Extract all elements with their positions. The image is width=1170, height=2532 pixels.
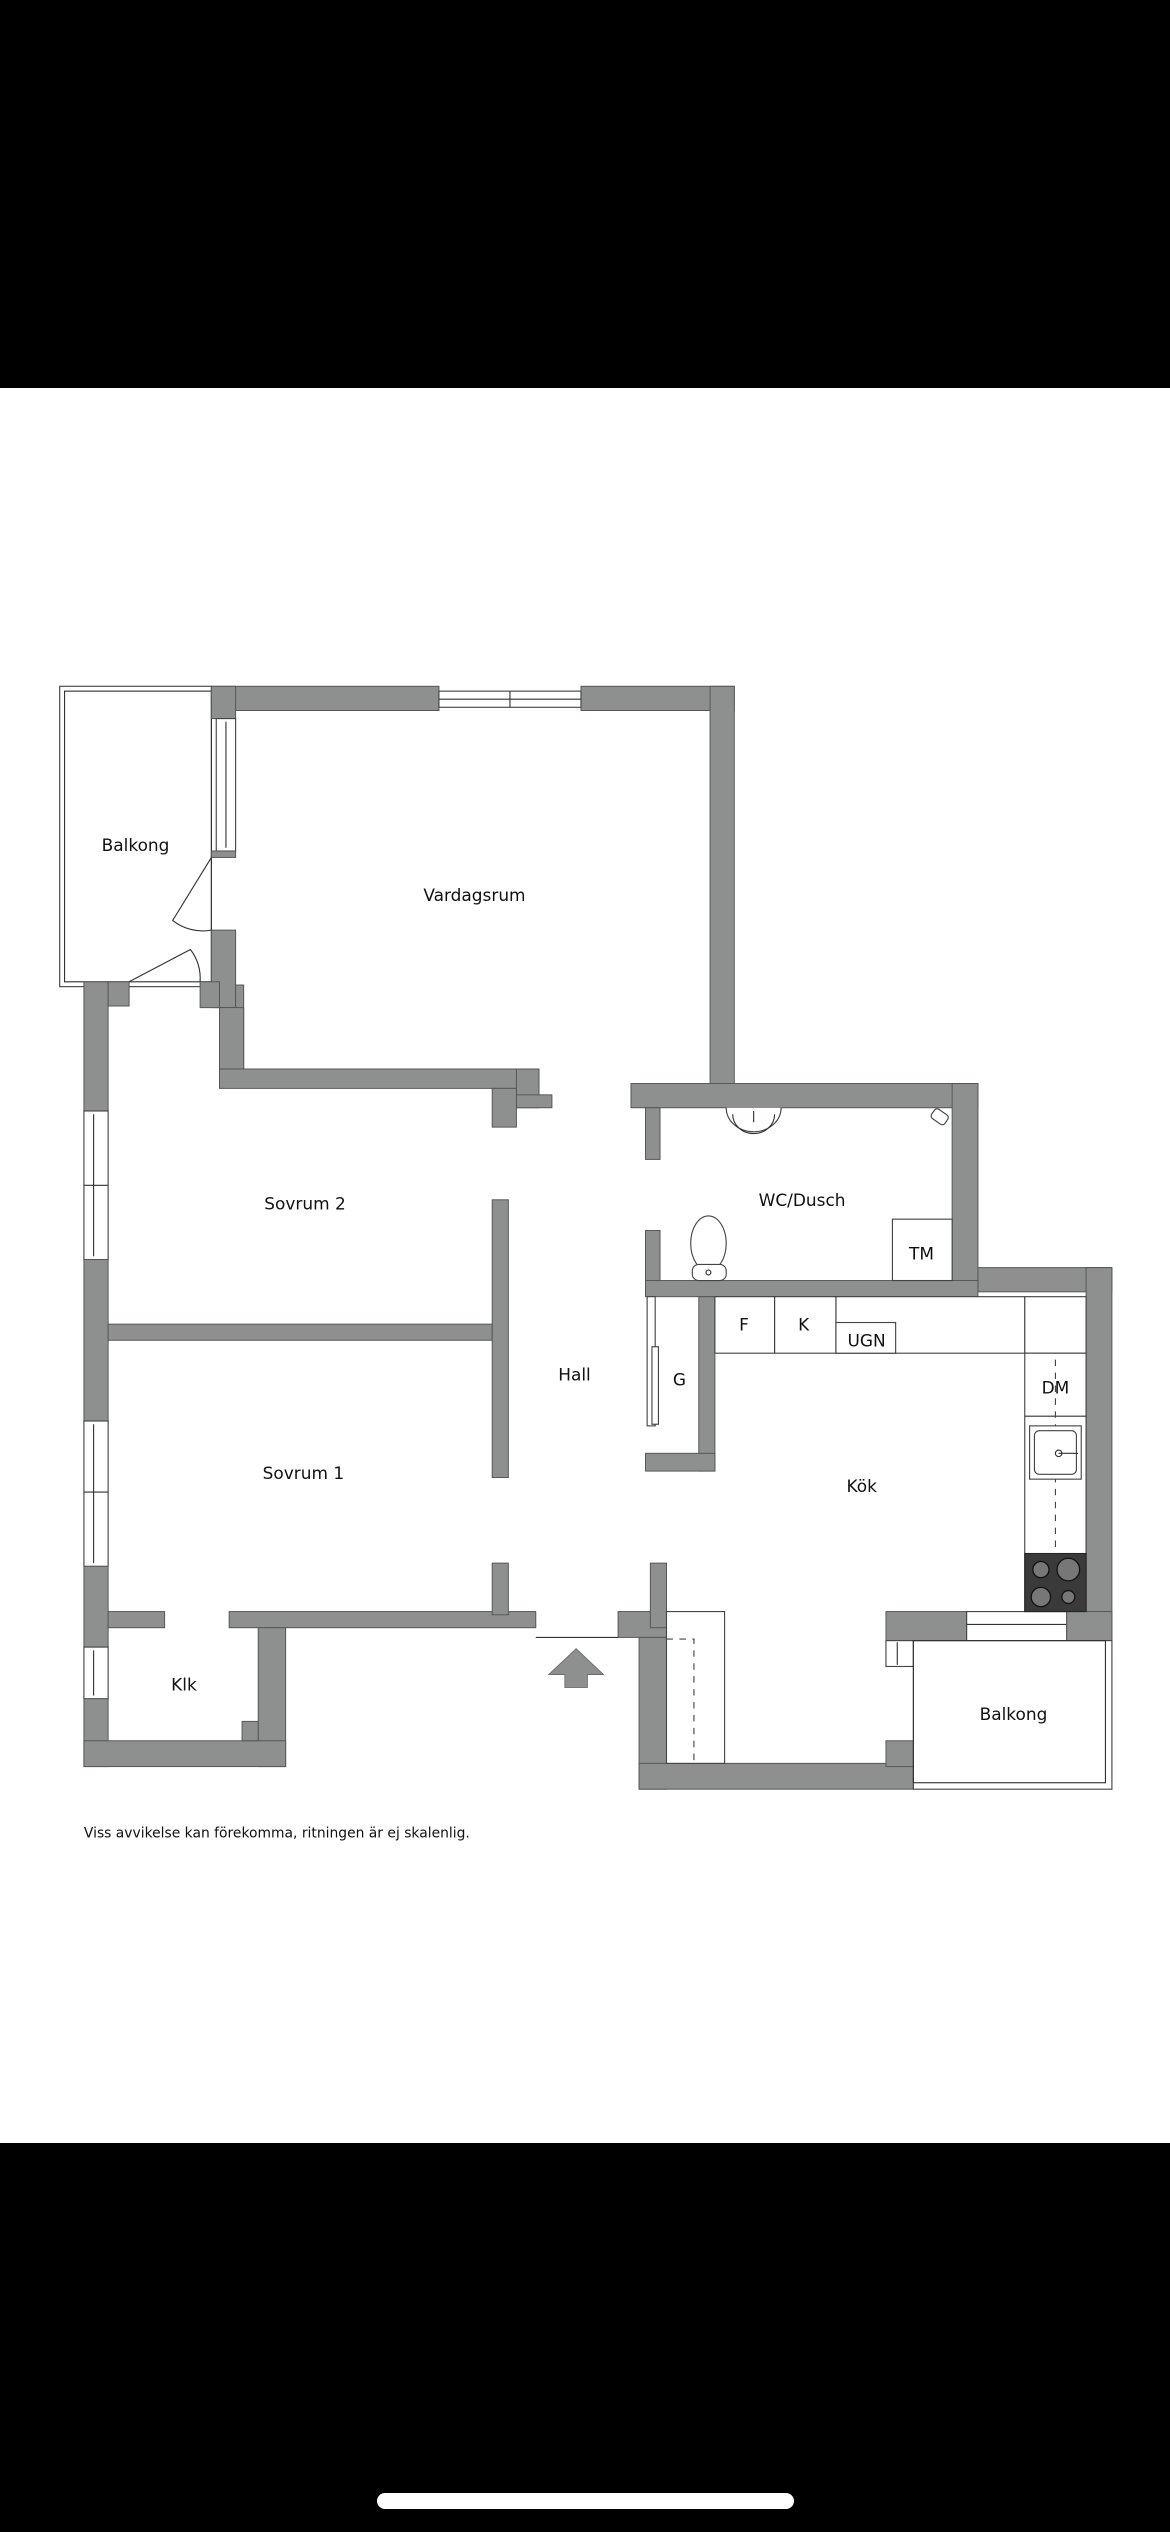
- balcony-bottom-right: [912, 1640, 1113, 1790]
- fixture-label-f: F: [739, 1315, 749, 1335]
- shower-icon: [930, 1108, 949, 1126]
- window: [83, 1646, 109, 1700]
- entrance-arrow-icon: [547, 1648, 605, 1688]
- room-label-klk: Klk: [171, 1675, 197, 1695]
- kitchen-counters: [714, 1296, 1087, 1613]
- room-label-wc-dusch: WC/Dusch: [759, 1190, 846, 1210]
- washing-machine: [891, 1218, 953, 1282]
- fixture-label-ugn: UGN: [848, 1331, 886, 1351]
- toilet-icon: [690, 1215, 727, 1272]
- room-label-hall: Hall: [558, 1365, 591, 1385]
- disclaimer-caption: Viss avvikelse kan förekomma, ritningen …: [84, 1826, 470, 1842]
- room-label-kok: Kök: [847, 1476, 878, 1496]
- room-label-balkong-2: Balkong: [980, 1704, 1048, 1724]
- room-label-sovrum-1: Sovrum 1: [263, 1463, 344, 1483]
- window: [966, 1611, 1068, 1642]
- fixture-label-k: K: [798, 1315, 810, 1335]
- room-label-balkong-1: Balkong: [102, 835, 170, 855]
- fixture-label-dm: DM: [1042, 1378, 1070, 1398]
- bedroom-door-icon: [128, 948, 201, 983]
- balcony-door-icon: [171, 857, 212, 932]
- window: [83, 1420, 109, 1567]
- room-label-sovrum-2: Sovrum 2: [264, 1193, 345, 1213]
- fixture-label-tm: TM: [908, 1244, 934, 1264]
- room-label-vardagsrum: Vardagsrum: [423, 885, 525, 905]
- storage-area: [665, 1611, 726, 1764]
- bathroom-fixtures: [690, 1107, 953, 1282]
- fixture-label-g: G: [673, 1369, 686, 1389]
- bottom-letterbox: [0, 2143, 1170, 2532]
- home-indicator[interactable]: [377, 2493, 794, 2509]
- oven: [835, 1321, 897, 1354]
- top-letterbox: [0, 0, 1170, 388]
- balcony-top-left: [59, 685, 212, 988]
- walls: [83, 685, 1113, 1790]
- doors: [128, 857, 619, 1638]
